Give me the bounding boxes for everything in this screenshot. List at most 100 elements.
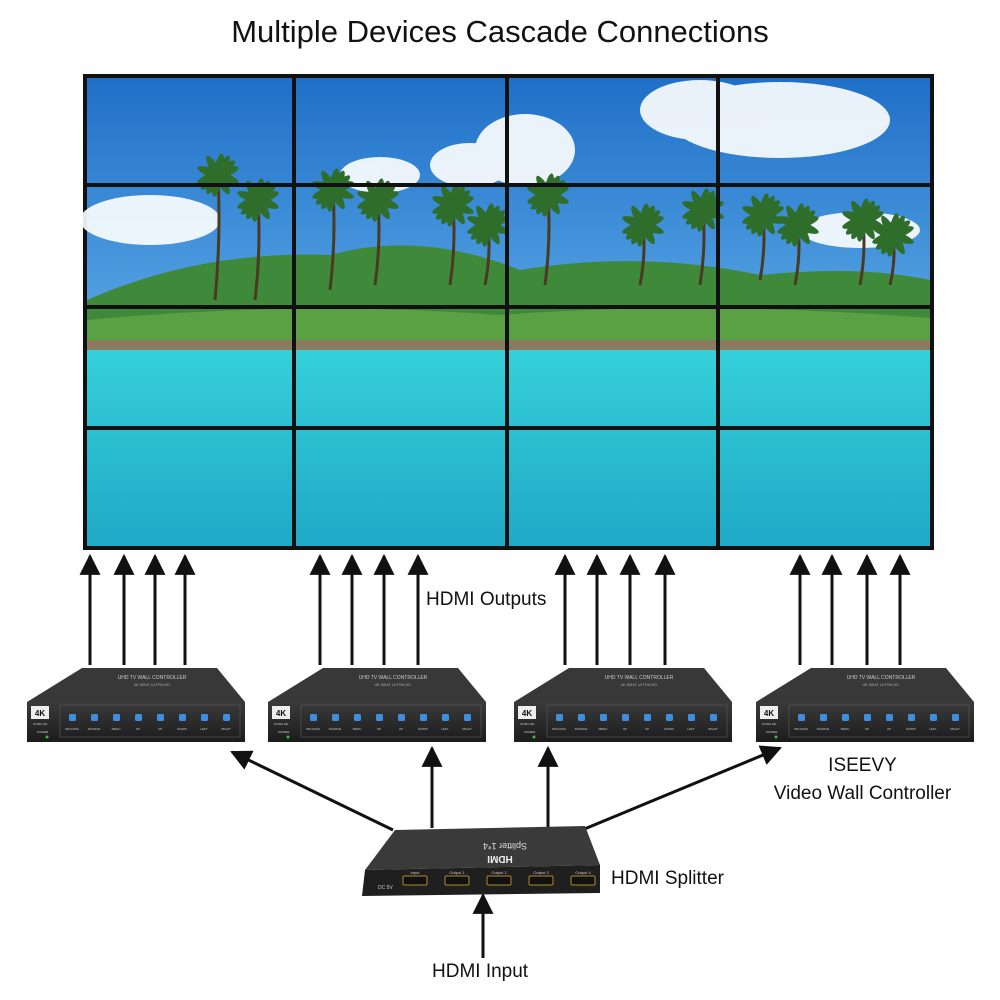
controller-button-ok[interactable] [135, 714, 142, 721]
splitter-port-label: Input [411, 870, 421, 875]
splitter-port-label: Output 3 [533, 870, 549, 875]
controller-name: Video Wall Controller [773, 783, 952, 804]
splitter-to-controller-arrows [230, 745, 782, 958]
controller-button-label: UP [887, 727, 891, 731]
splitter-port-label: Output 2 [491, 870, 507, 875]
hdmi-output-arrows [79, 553, 911, 665]
controller-button-menu[interactable] [842, 714, 849, 721]
controller-button-splicing[interactable] [556, 714, 563, 721]
badge-ultra-hd-text: ULTRA HD [274, 722, 289, 726]
controller-subheader-text: 4K 60HZ ULTRA HD [375, 682, 411, 687]
controller-button-left[interactable] [930, 714, 937, 721]
power-led-icon [532, 735, 536, 739]
badge-ultra-hd-text: ULTRA HD [520, 722, 535, 726]
diagram-title: Multiple Devices Cascade Connections [231, 14, 769, 49]
badge-4k-text: 4K [35, 709, 45, 718]
controller-button-menu[interactable] [113, 714, 120, 721]
controller-button-splicing[interactable] [798, 714, 805, 721]
controller-button-right[interactable] [464, 714, 471, 721]
power-label: POWER [278, 730, 290, 734]
badge-4k [518, 706, 536, 719]
badge-4k [272, 706, 290, 719]
controller-header-text: UHD TV WALL CONTROLLER [359, 675, 428, 681]
controller-button-label: RIGHT [221, 727, 231, 731]
controller-button-label: SPLICING [65, 727, 80, 731]
controller-button-down[interactable] [666, 714, 673, 721]
controller-button-source[interactable] [578, 714, 585, 721]
hdmi-splitter-label: HDMI Splitter [611, 868, 724, 889]
splitter-port-output-3[interactable] [528, 875, 554, 886]
controller-button-down[interactable] [179, 714, 186, 721]
badge-4k-text: 4K [764, 709, 774, 718]
controller-button-left[interactable] [442, 714, 449, 721]
controller-subheader-text: 4K 60HZ ULTRA HD [621, 682, 657, 687]
hdmi-input-label: HDMI Input [432, 961, 529, 982]
controller-button-up[interactable] [886, 714, 893, 721]
controller-button-left[interactable] [201, 714, 208, 721]
badge-4k [760, 706, 778, 719]
controller-button-label: UP [158, 727, 162, 731]
splitter-logo-text: HDMI [487, 853, 513, 864]
controller-button-label: MENU [841, 727, 850, 731]
controller-button-label: SOURCE [817, 727, 830, 731]
controller-button-label: OK [623, 727, 627, 731]
controller-button-label: UP [399, 727, 403, 731]
power-led-icon [286, 735, 290, 739]
controller-button-label: DOWN [418, 727, 428, 731]
controller-button-menu[interactable] [354, 714, 361, 721]
controller-button-down[interactable] [908, 714, 915, 721]
controller-button-label: RIGHT [462, 727, 472, 731]
controller-button-source[interactable] [820, 714, 827, 721]
controller-button-up[interactable] [398, 714, 405, 721]
controller-button-left[interactable] [688, 714, 695, 721]
controller-header-text: UHD TV WALL CONTROLLER [118, 675, 187, 681]
controller-button-down[interactable] [420, 714, 427, 721]
badge-ultra-hd-text: ULTRA HD [33, 722, 48, 726]
controller-button-label: SOURCE [575, 727, 588, 731]
controller-button-right[interactable] [710, 714, 717, 721]
controller-button-label: UP [645, 727, 649, 731]
hdmi-outputs-label: HDMI Outputs [426, 589, 547, 610]
controller-subheader-text: 4K 60HZ ULTRA HD [863, 682, 899, 687]
controller-button-menu[interactable] [600, 714, 607, 721]
controller-button-label: OK [865, 727, 869, 731]
controller-button-ok[interactable] [622, 714, 629, 721]
badge-4k-text: 4K [276, 709, 286, 718]
splitter-port-output-2[interactable] [486, 875, 512, 886]
controller-button-label: MENU [353, 727, 362, 731]
controller-button-label: SPLICING [794, 727, 809, 731]
controller-button-right[interactable] [223, 714, 230, 721]
controller-button-splicing[interactable] [69, 714, 76, 721]
controller-button-label: RIGHT [950, 727, 960, 731]
controller-subheader-text: 4K 60HZ ULTRA HD [134, 682, 170, 687]
controller-button-label: MENU [599, 727, 608, 731]
controller-button-label: DOWN [664, 727, 674, 731]
controller-button-label: LEFT [441, 727, 449, 731]
controller-button-label: DOWN [177, 727, 187, 731]
controller-button-source[interactable] [332, 714, 339, 721]
controller-button-ok[interactable] [864, 714, 871, 721]
controller-button-source[interactable] [91, 714, 98, 721]
controller-button-ok[interactable] [376, 714, 383, 721]
splitter-port-output-1[interactable] [444, 875, 470, 886]
splitter-model-text: Splitter 1*4 [483, 841, 527, 851]
controller-button-right[interactable] [952, 714, 959, 721]
controller-button-label: OK [136, 727, 140, 731]
controller-button-label: SOURCE [88, 727, 101, 731]
controller-button-up[interactable] [644, 714, 651, 721]
controller-button-label: OK [377, 727, 381, 731]
controller-button-up[interactable] [157, 714, 164, 721]
splitter-port-output-4[interactable] [570, 875, 596, 886]
controller-button-splicing[interactable] [310, 714, 317, 721]
controller-button-label: DOWN [906, 727, 916, 731]
splitter-port-label: Output 1 [449, 870, 465, 875]
controller-header-text: UHD TV WALL CONTROLLER [605, 675, 674, 681]
controller-label: ISEEVY Video Wall Controller [760, 752, 965, 808]
splitter-port-input[interactable] [402, 875, 428, 886]
video-wall [80, 74, 934, 550]
